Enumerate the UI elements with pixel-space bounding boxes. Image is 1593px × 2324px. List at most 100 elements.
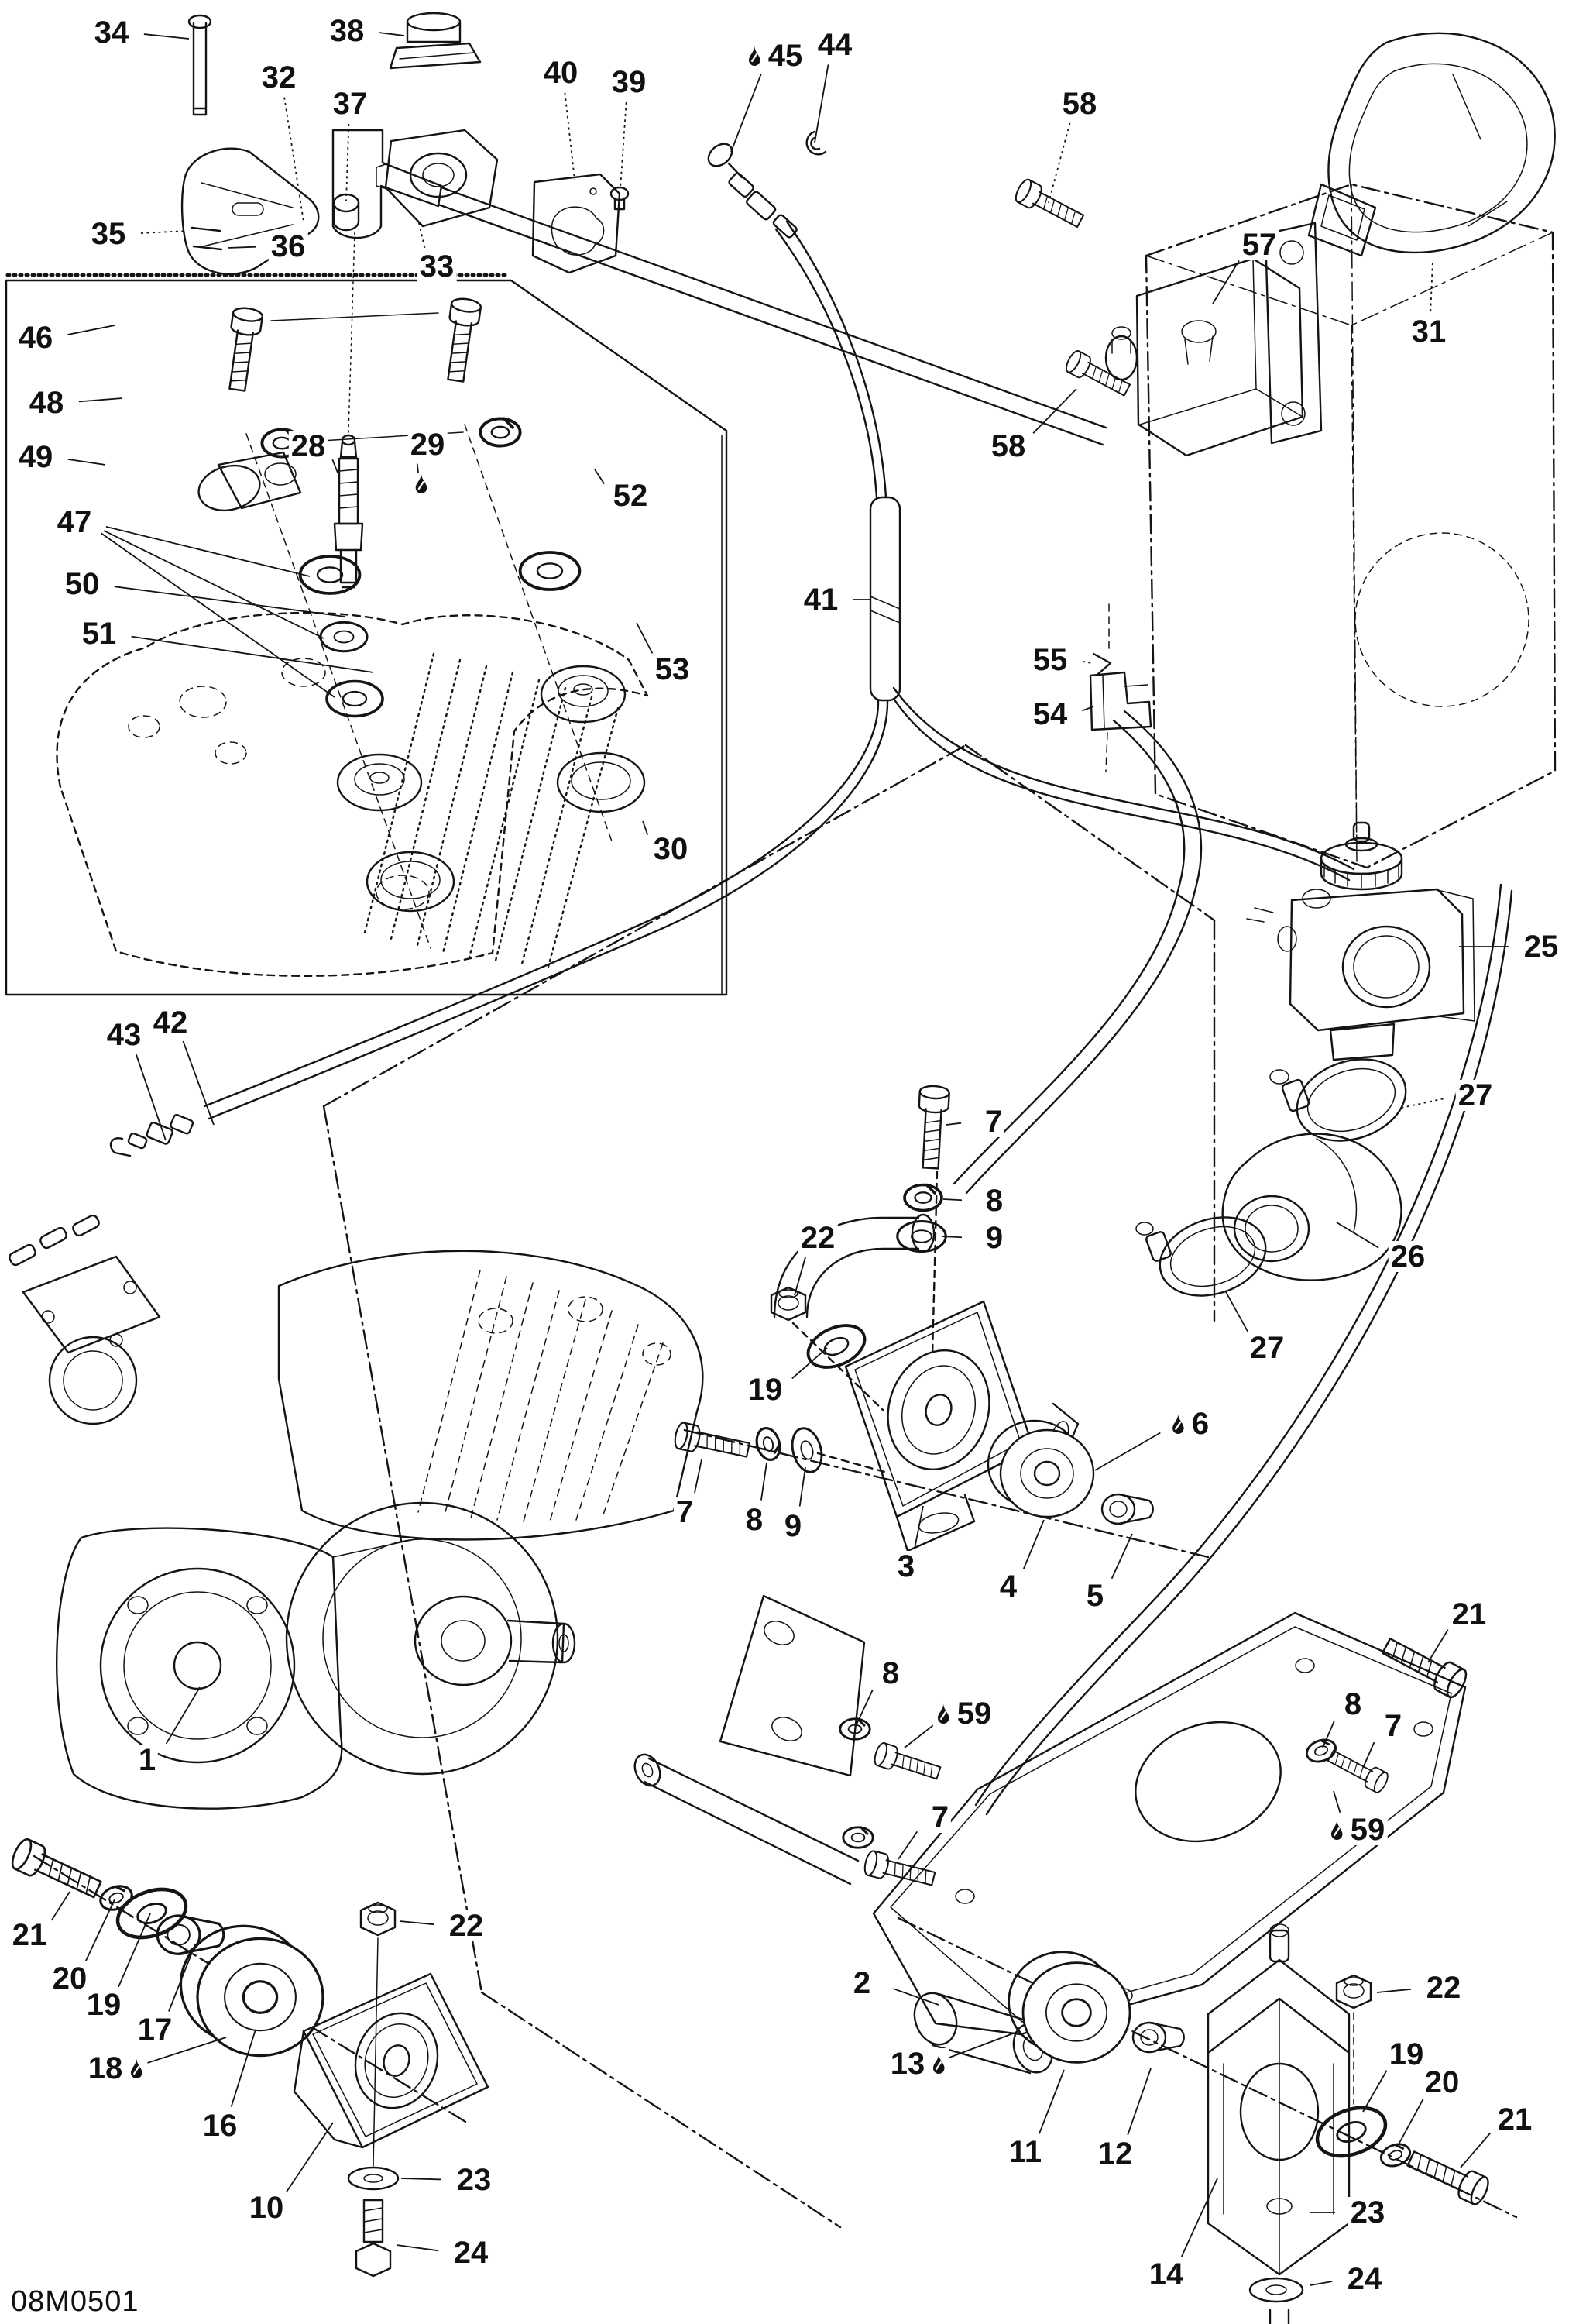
part-number: 3	[897, 1549, 915, 1583]
callout-20a: 20	[50, 1963, 90, 1994]
part-number: 51	[81, 617, 117, 651]
leader-line-13	[949, 2030, 1020, 2058]
callout-21a: 21	[1449, 1597, 1489, 1631]
leader-line-52	[594, 469, 605, 485]
part-number: 48	[29, 386, 64, 420]
leader-line-40	[564, 92, 575, 180]
oil-drop-icon	[414, 473, 430, 494]
callout-30: 30	[651, 834, 691, 865]
part-number: 47	[57, 505, 92, 539]
leader-line-24a	[396, 2244, 439, 2252]
leader-line-8c	[856, 1690, 874, 1725]
callout-3: 3	[894, 1549, 918, 1583]
leader-line-6	[1094, 1432, 1161, 1471]
leader-line-4	[1022, 1519, 1045, 1569]
part-number: 22	[800, 1221, 836, 1255]
part-number: 35	[91, 217, 126, 251]
callout-11: 11	[1006, 2135, 1045, 2169]
part-number: 58	[1062, 87, 1097, 121]
callout-8d: 8	[1341, 1687, 1365, 1721]
callout-23a: 23	[454, 2163, 494, 2197]
leader-line-16	[230, 2029, 256, 2107]
callout-57: 57	[1239, 229, 1279, 260]
leader-line-9b	[798, 1466, 806, 1507]
part-number: 14	[1148, 2257, 1184, 2291]
part-number: 4	[999, 1569, 1018, 1604]
leader-line-34	[143, 33, 190, 40]
leader-line-23a	[400, 2178, 442, 2181]
part-number: 12	[1097, 2137, 1133, 2171]
callout-21b: 21	[9, 1920, 50, 1951]
callout-54: 54	[1030, 699, 1070, 730]
part-number: 9	[784, 1509, 802, 1543]
carburetor-drawing	[1135, 821, 1475, 1297]
part-number: 8	[881, 1656, 900, 1690]
tank-fitting-drawing	[1089, 603, 1152, 772]
part-number: 32	[261, 60, 297, 95]
part-number: 25	[1523, 930, 1559, 964]
leader-line-8b	[760, 1462, 767, 1501]
callout-33: 33	[417, 251, 457, 282]
part-number: 38	[329, 14, 365, 48]
part-number: 20	[52, 1961, 88, 1996]
part-number: 23	[1350, 2195, 1385, 2229]
part-number: 5	[1086, 1579, 1104, 1613]
part-number: 41	[803, 583, 839, 617]
leader-line-31	[1430, 260, 1433, 312]
leader-line-19b	[118, 1913, 151, 1988]
part-number: 24	[1347, 2262, 1382, 2296]
support-bracket-drawing	[633, 1594, 1470, 2075]
leader-line-45	[730, 74, 762, 153]
callout-42: 42	[150, 1007, 191, 1038]
callout-49: 49	[15, 442, 56, 473]
callout-53: 53	[652, 654, 692, 685]
part-number: 20	[1424, 2065, 1460, 2099]
callout-27a: 27	[1455, 1080, 1495, 1111]
mount-front-drawing	[673, 1084, 1154, 1552]
leader-line-10	[286, 2122, 334, 2193]
callout-45: 45	[743, 40, 805, 71]
leader-line-36	[227, 246, 256, 249]
callout-22c: 22	[1423, 1972, 1464, 2003]
part-number: 59	[1350, 1813, 1385, 1847]
callout-19b: 19	[84, 1989, 124, 2020]
callout-58a: 58	[1059, 87, 1100, 121]
callout-43: 43	[104, 1019, 144, 1050]
callout-44: 44	[815, 29, 855, 60]
callout-4: 4	[997, 1569, 1020, 1604]
part-number: 58	[990, 429, 1026, 463]
leader-line-47	[101, 532, 335, 698]
callout-22b: 22	[446, 1910, 486, 1941]
leader-line-20a	[84, 1899, 115, 1961]
leader-line-59a	[904, 1723, 936, 1748]
part-number: 46	[18, 321, 53, 355]
part-number: 23	[456, 2163, 492, 2197]
callout-19c: 19	[1386, 2037, 1426, 2071]
leader-line-19c	[1362, 2070, 1388, 2113]
callout-47: 47	[54, 505, 94, 539]
part-number: 8	[1344, 1687, 1362, 1721]
leader-line-17	[168, 1944, 196, 2012]
part-number: 29	[410, 428, 445, 462]
callout-31: 31	[1409, 316, 1449, 347]
leader-line-27b	[1224, 1290, 1249, 1332]
part-number: 11	[1008, 2135, 1042, 2169]
part-number: 19	[1389, 2037, 1424, 2071]
callout-55: 55	[1030, 645, 1070, 676]
leader-line-42	[182, 1040, 215, 1126]
callout-7c: 7	[929, 1802, 952, 1833]
oil-drop-icon	[930, 2053, 946, 2075]
callout-23b: 23	[1348, 2197, 1388, 2228]
callout-36: 36	[268, 231, 308, 262]
leader-line-7d	[1362, 1741, 1375, 1769]
strap-drawing	[1307, 32, 1556, 257]
part-number: 21	[1451, 1597, 1487, 1631]
leader-line-29	[416, 463, 419, 473]
leader-line-21a	[1427, 1629, 1449, 1663]
fuel-pump-drawing	[9, 1214, 161, 1425]
leader-line-20b	[1398, 2098, 1424, 2145]
callout-7b: 7	[673, 1497, 696, 1528]
callout-29: 29	[407, 428, 448, 462]
leader-line-32	[283, 97, 304, 222]
